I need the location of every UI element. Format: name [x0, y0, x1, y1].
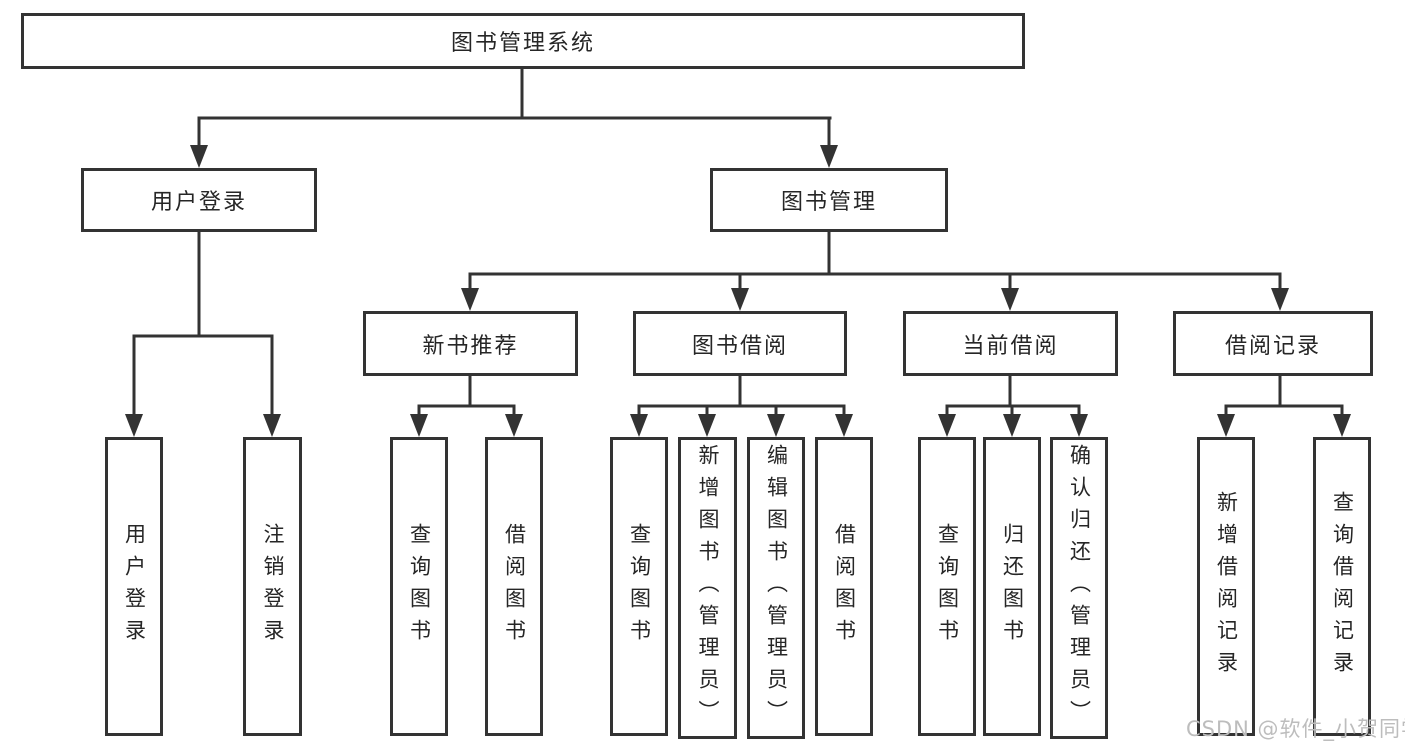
leaf-borrow-books-1-label: 借阅图书 [502, 522, 527, 651]
node-borrow-records: 借阅记录 [1173, 311, 1373, 376]
leaf-user-login-label: 用户登录 [122, 522, 147, 651]
node-book-borrowing: 图书借阅 [633, 311, 847, 376]
leaf-query-books-1-label: 查询图书 [407, 522, 432, 651]
leaf-query-books-2: 查询图书 [610, 437, 668, 736]
node-user-login-label: 用户登录 [150, 190, 247, 215]
root-label: 图书管理系统 [450, 31, 595, 56]
leaf-user-login: 用户登录 [105, 437, 163, 736]
node-current-borrowing-label: 当前借阅 [962, 333, 1059, 359]
node-user-login: 用户登录 [81, 168, 317, 232]
leaf-return-book: 归还图书 [983, 437, 1041, 736]
leaf-query-borrow-record: 查询借阅记录 [1313, 437, 1371, 736]
leaf-add-borrow-record-label: 新增借阅记录 [1214, 490, 1239, 683]
node-new-book-recommend: 新书推荐 [363, 311, 578, 376]
leaf-borrow-books-2-label: 借阅图书 [832, 522, 857, 651]
node-book-management-label: 图书管理 [780, 190, 877, 215]
leaf-edit-book-admin: 编辑图书（管理员） [747, 437, 805, 739]
node-current-borrowing: 当前借阅 [903, 311, 1118, 376]
leaf-edit-book-admin-label: 编辑图书（管理员） [764, 444, 789, 732]
node-new-book-recommend-label: 新书推荐 [422, 333, 519, 359]
node-book-borrowing-label: 图书借阅 [691, 333, 788, 359]
leaf-confirm-return-admin: 确认归还（管理员） [1050, 437, 1108, 739]
leaf-add-book-admin-label: 新增图书（管理员） [696, 444, 720, 732]
leaf-add-book-admin: 新增图书（管理员） [678, 437, 737, 739]
leaf-confirm-return-admin-label: 确认归还（管理员） [1067, 444, 1092, 732]
leaf-query-books-1: 查询图书 [390, 437, 448, 736]
leaf-add-borrow-record: 新增借阅记录 [1197, 437, 1255, 736]
node-borrow-records-label: 借阅记录 [1224, 333, 1321, 359]
leaf-query-books-2-label: 查询图书 [627, 522, 652, 651]
leaf-logout: 注销登录 [243, 437, 302, 736]
leaf-logout-label: 注销登录 [261, 522, 285, 651]
root-box: 图书管理系统 [21, 13, 1025, 69]
node-book-management: 图书管理 [710, 168, 948, 232]
leaf-borrow-books-1: 借阅图书 [485, 437, 543, 736]
leaf-return-book-label: 归还图书 [1000, 522, 1025, 651]
leaf-query-books-3-label: 查询图书 [935, 522, 960, 651]
leaf-borrow-books-2: 借阅图书 [815, 437, 873, 736]
watermark: CSDN @软件_小贺同学 [1186, 717, 1405, 741]
leaf-query-books-3: 查询图书 [918, 437, 976, 736]
leaf-query-borrow-record-label: 查询借阅记录 [1330, 490, 1355, 683]
